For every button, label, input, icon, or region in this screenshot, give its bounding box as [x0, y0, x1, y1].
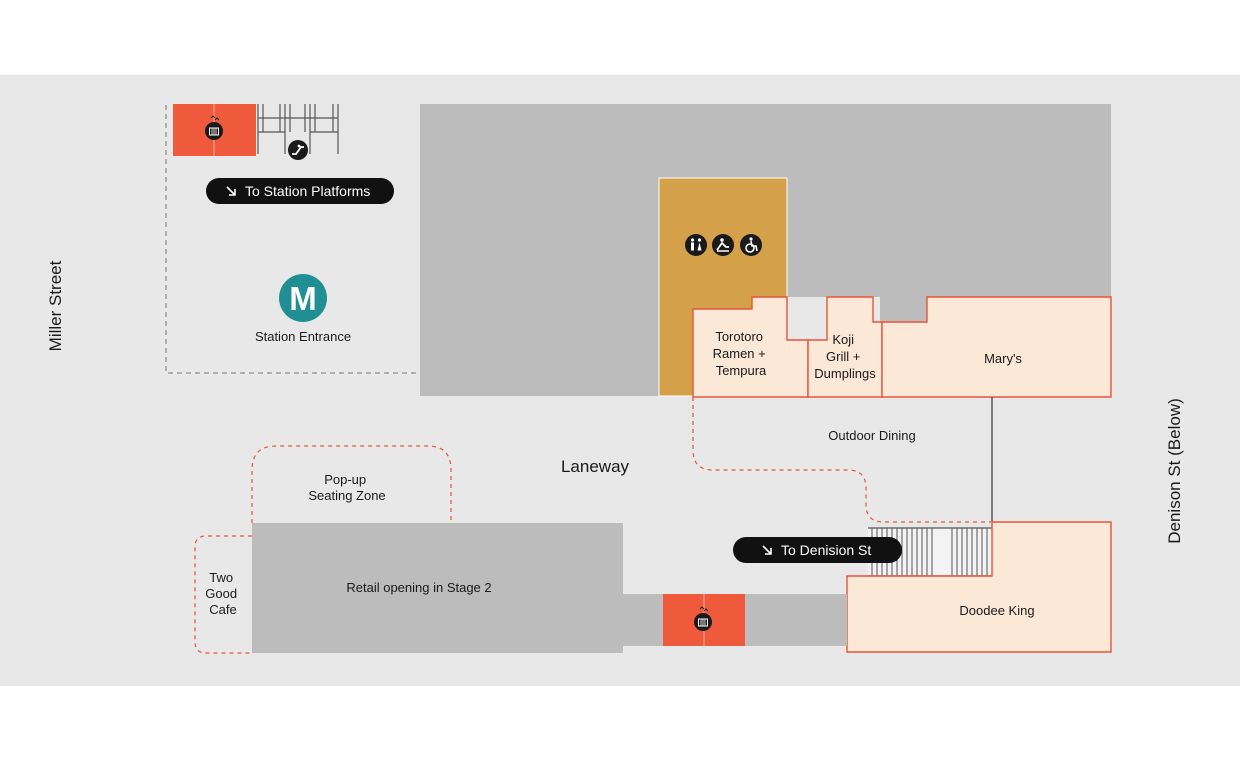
baby-change-icon	[712, 234, 734, 256]
miller-street-label: Miller Street	[46, 260, 65, 351]
arrow-down-right-icon	[226, 186, 236, 196]
outdoor-dining-label: Outdoor Dining	[828, 428, 915, 443]
koji-label: Koji Grill + Dumplings	[814, 332, 876, 381]
lift-icon	[694, 606, 712, 631]
doodee-king-label: Doodee King	[959, 603, 1034, 618]
toilets-icon	[685, 234, 707, 256]
to-denision-st-sign[interactable]: To Denision St	[733, 537, 902, 563]
arrow-down-right-icon	[762, 545, 772, 555]
two-good-cafe-zone[interactable]	[194, 535, 252, 654]
tenant-doodee-king[interactable]	[846, 521, 1112, 653]
two-good-cafe-label: Two Good Cafe	[205, 570, 240, 617]
lift-icon	[205, 115, 223, 140]
tenant-marys[interactable]	[881, 296, 1112, 398]
south-building-link	[548, 594, 663, 646]
to-station-platforms-label: To Station Platforms	[245, 183, 370, 199]
tenant-torotoro[interactable]	[692, 296, 809, 398]
laneway-label: Laneway	[561, 457, 630, 476]
retail-stage-2-label: Retail opening in Stage 2	[346, 580, 491, 595]
south-building-east	[745, 594, 847, 646]
station-entrance-label: Station Entrance	[255, 329, 351, 344]
denison-street-label: Denison St (Below)	[1165, 398, 1184, 544]
torotoro-label: Torotoro Ramen + Tempura	[713, 329, 770, 378]
metro-logo-letter: M	[289, 280, 317, 317]
marys-label: Mary's	[984, 351, 1022, 366]
outdoor-dining-zone	[692, 397, 991, 523]
popup-seating-label: Pop-up Seating Zone	[308, 472, 385, 503]
to-denision-st-label: To Denision St	[781, 542, 871, 558]
tenant-koji[interactable]	[807, 296, 883, 398]
to-station-platforms-sign[interactable]: To Station Platforms	[206, 178, 394, 204]
metro-station-logo[interactable]: M	[279, 274, 327, 322]
accessible-icon	[740, 234, 762, 256]
escalator-bank	[257, 104, 339, 154]
escalator-icon	[288, 140, 308, 160]
